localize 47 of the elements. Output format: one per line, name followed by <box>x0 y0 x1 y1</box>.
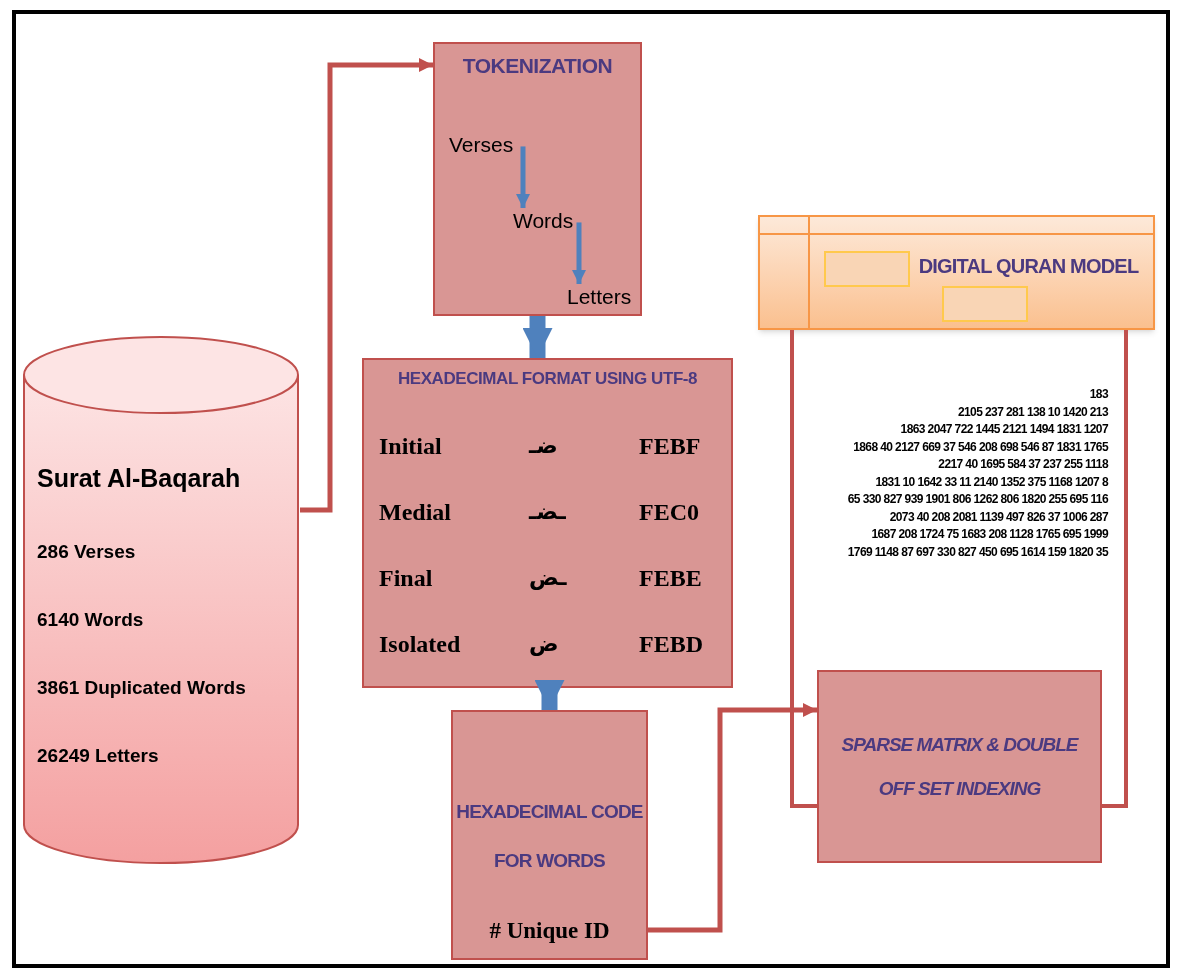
process-box <box>362 358 733 688</box>
box-heading: TOKENIZATION <box>462 54 613 77</box>
arabic-letter: ـض <box>529 564 567 590</box>
arrow <box>572 222 586 284</box>
id-text: # Unique ID <box>489 917 610 943</box>
title-banner <box>758 215 1155 330</box>
token-text: Words <box>513 208 574 234</box>
token-text: Verses <box>449 132 514 158</box>
statistic-text: 3861 Duplicated Words <box>37 677 246 698</box>
statistic-text: 26249 Letters <box>37 745 159 766</box>
matrix-row-text: 1863 2047 722 1445 2121 1494 1831 1207 <box>900 421 1108 438</box>
form-name: Initial <box>379 432 442 459</box>
box-heading: SPARSE MATRIX & DOUBLE OFF SET INDEXING <box>840 732 1080 801</box>
matrix-row-text: 183 <box>1089 386 1108 403</box>
hex-code: FEBF <box>639 432 701 459</box>
process-box <box>433 42 642 316</box>
matrix-row-text: 2217 40 1695 584 37 237 255 1118 <box>938 456 1108 473</box>
box-heading: HEXADECIMAL CODE FOR WORDS <box>456 801 643 871</box>
arrow <box>534 680 565 710</box>
arabic-letter: ض <box>529 630 559 656</box>
statistic-text: 286 Verses <box>37 541 136 562</box>
statistic-text: 6140 Words <box>37 609 144 630</box>
panel-title: DIGITAL QURAN MODEL <box>918 255 1139 277</box>
matrix-row: 2073 40 208 2081 1139 497 826 37 1006 287 <box>889 508 1108 526</box>
hex-code: FEC0 <box>639 498 699 525</box>
form-name: Final <box>379 564 433 591</box>
hex-code: FEBE <box>639 564 702 591</box>
form-name: Medial <box>379 498 451 525</box>
arrow <box>300 58 433 513</box>
process-box <box>817 670 1102 863</box>
token-text: Letters <box>567 284 632 310</box>
matrix-row-text: 1687 208 1724 75 1683 208 1128 1765 695 1999 <box>871 526 1108 543</box>
matrix-row: 1769 1148 87 697 330 827 450 695 1614 159 1820 35 <box>847 543 1108 561</box>
arabic-letter: ـضـ <box>529 498 566 524</box>
arrow <box>522 316 553 358</box>
arrow <box>648 703 817 933</box>
arabic-letter: ضـ <box>529 432 558 458</box>
matrix-row-text: 65 330 827 939 1901 806 1262 806 1820 255 695 116 <box>847 491 1108 508</box>
database-title: Surat Al-Baqarah <box>37 464 241 492</box>
process-box <box>451 710 648 960</box>
box-heading: HEXADECIMAL FORMAT USING UTF-8 <box>397 369 698 388</box>
hex-code: FEBD <box>639 630 703 657</box>
matrix-row: 1831 10 1642 33 11 2140 1352 375 1168 1207 8 <box>875 473 1108 491</box>
arrow <box>516 146 530 208</box>
matrix-row: 2105 237 281 138 10 1420 213 <box>957 403 1108 421</box>
form-name: Isolated <box>379 630 461 657</box>
matrix-row: 1868 40 2127 669 37 546 208 698 546 87 1831 1765 <box>853 438 1108 456</box>
